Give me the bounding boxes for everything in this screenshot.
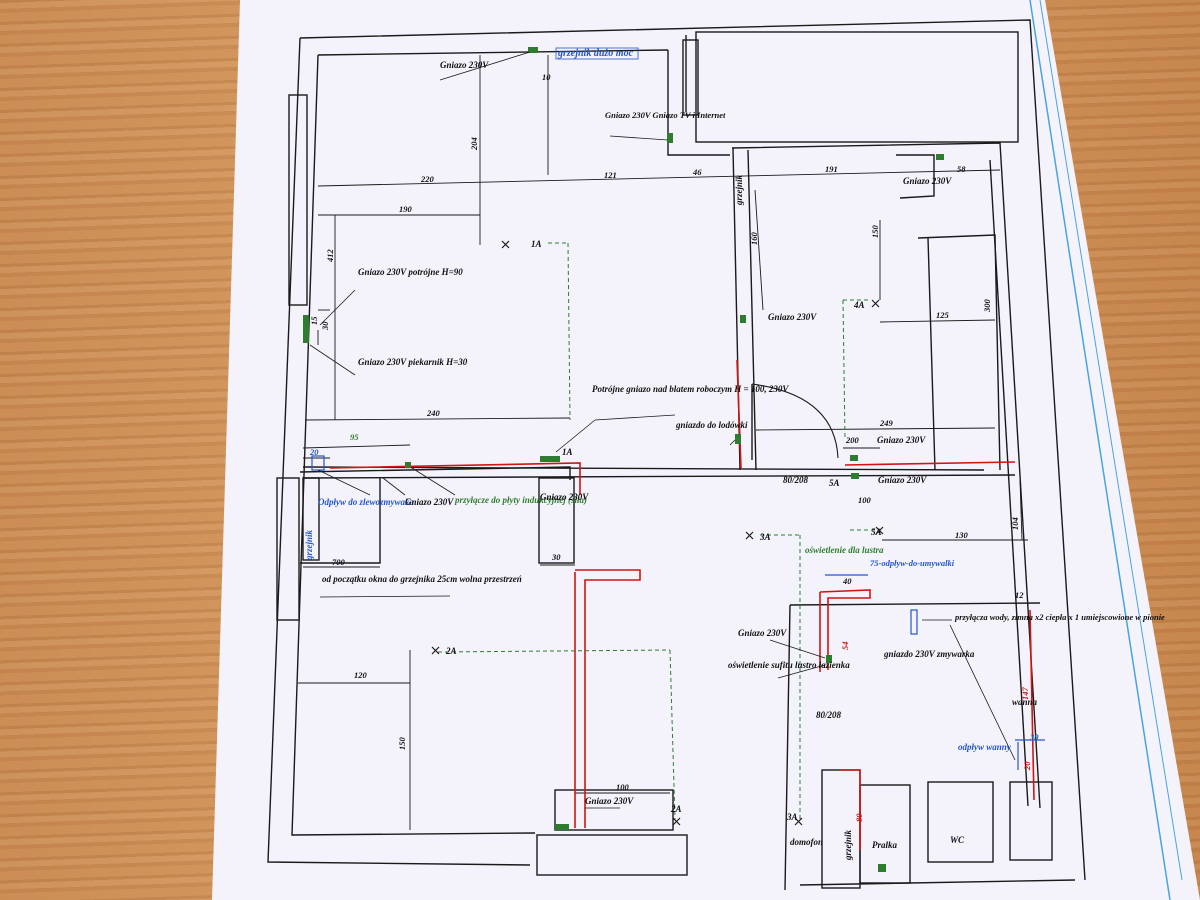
paper-sheet [212,0,1200,900]
dim-58: 58 [957,164,966,174]
dim-12: 12 [1015,590,1024,600]
dim-46: 46 [692,167,702,177]
label-potrojne-blat: Potrójne gniazo nad blatem roboczym H = … [592,384,789,394]
dim-150-room: 150 [870,225,880,239]
dim-121: 121 [604,170,617,180]
dim-300: 300 [982,299,992,314]
dim-20-left: 20 [309,447,319,457]
label-pralka: Pralka [872,840,898,850]
dim-15: 15 [309,316,319,325]
marker-4a: 4A [853,300,865,310]
dim-240: 240 [426,408,441,418]
marker-3a-bottom: 3A [786,812,798,822]
label-grzejnik-left: grzejnik [304,529,314,561]
label-odplyw-zlew: Odpływ do zlewozmywaka [318,497,414,507]
electrical-red-lines [329,359,1035,850]
label-przylacze-plyty: przyłącze do płyty indukcyjnej (siła) [454,495,587,505]
label-gniazdo-r3: Gniazo 230V [877,435,926,445]
label-box-grzejnik [555,47,639,60]
marker-2a-left: 2A [445,646,457,656]
walls [267,19,1086,891]
dim-95: 95 [350,432,359,442]
marker-5a-left: 5A [829,478,840,488]
label-drzwi-1: 80/208 [783,475,809,485]
dim-54: 54 [840,642,850,651]
dim-191: 191 [825,164,838,174]
dim-104: 104 [1010,517,1020,530]
label-gniazdo-bed: Gniazo 230V [585,796,634,806]
label-grzejnik-duzo-moc: grzejnik dużo moc [557,48,634,59]
ceiling-light-markers [431,240,884,826]
dim-120: 120 [354,670,368,680]
dim-204: 204 [469,137,479,151]
dim-20-bath: 20 [1022,761,1032,771]
marker-3a-top: 3A [759,532,771,542]
dim-100-bed: 100 [616,782,630,792]
dim-125: 125 [936,310,950,320]
label-odplyw-wanny: odpływ wanny [958,742,1012,752]
label-przylacze-wody: przyłącza wody, zimna x2 ciepła x 1 umie… [954,612,1165,622]
label-gniazdo-r1: Gniazo 230V [903,176,952,186]
dim-150-bed: 150 [397,737,407,751]
lighting-dashed-lines [437,242,878,821]
marker-1a-top: 1A [531,239,542,249]
dim-412: 412 [325,249,335,264]
dim-10: 10 [542,72,551,82]
dim-160: 160 [749,232,759,246]
socket-marks [303,47,944,872]
label-grzejnik-room: grzejnik [734,174,744,206]
marker-2a-right: 2A [670,804,682,814]
dim-190: 190 [399,204,413,214]
label-gniazdo-tv: Gniazo 230V Gniazo TV i Internet [605,110,726,120]
dim-30-counter: 30 [551,552,561,562]
dim-30-bath: 30 [1029,732,1039,742]
label-gniazdo-bath: Gniazo 230V [738,628,787,638]
label-gniazdo-lodowka: gniazdo do lodówki [675,420,748,430]
frame-border-right [1029,0,1171,900]
dim-40: 40 [842,576,852,586]
dim-700: 700 [332,557,346,567]
label-gniazdo-zlew: Gniazo 230V [405,497,454,507]
label-gniazdo-zmywarka: gniazdo 230V zmywarka [883,649,975,659]
label-domofon: domofon [790,837,823,847]
dim-30-left: 30 [320,321,330,331]
dim-147: 147 [1020,687,1030,701]
leader-lines [309,51,1016,809]
label-gniazdo-30: Gniazo 230V [540,492,589,502]
label-od-poczatku: od początku okna do grzejnika 25cm wolna… [322,574,522,584]
water-blue-lines [311,455,1045,770]
label-drzwi-2: 80/208 [816,710,842,720]
label-wanna: wanna [1012,697,1038,707]
dim-130: 130 [955,530,969,540]
dim-220: 220 [420,174,435,184]
label-wc: WC [950,835,965,845]
dim-200: 200 [845,435,860,445]
label-odplyw-umywalki: 75-odpływ-do-umywalki [870,558,955,568]
label-oswietlenie-lustra: oświetlenie dla lustra [805,545,884,555]
label-gniazdo-piekarnik: Gniazo 230V piekarnik H=30 [358,357,468,367]
label-gniazdo-potrojne: Gniazo 230V potrójne H=90 [358,267,463,277]
label-gniazdo-r2: Gniazo 230V [768,312,817,322]
dim-80: 80 [854,813,864,822]
dim-249: 249 [879,418,894,428]
marker-5a-right: 5A [871,527,882,537]
dim-100-door: 100 [858,495,872,505]
label-oswietlenie-sufit: oświetlenie sufitu lustro łazienka [728,660,850,670]
marker-1a-bottom: 1A [562,447,573,457]
label-gniazdo-top: Gniazo 230V [440,60,489,70]
label-gniazdo-room2: Gniazo 230V [878,475,927,485]
dimension-lines [298,55,1028,830]
label-grzejnik-bath: grzejnik [843,829,853,861]
frame-border-right-2 [1039,0,1183,881]
